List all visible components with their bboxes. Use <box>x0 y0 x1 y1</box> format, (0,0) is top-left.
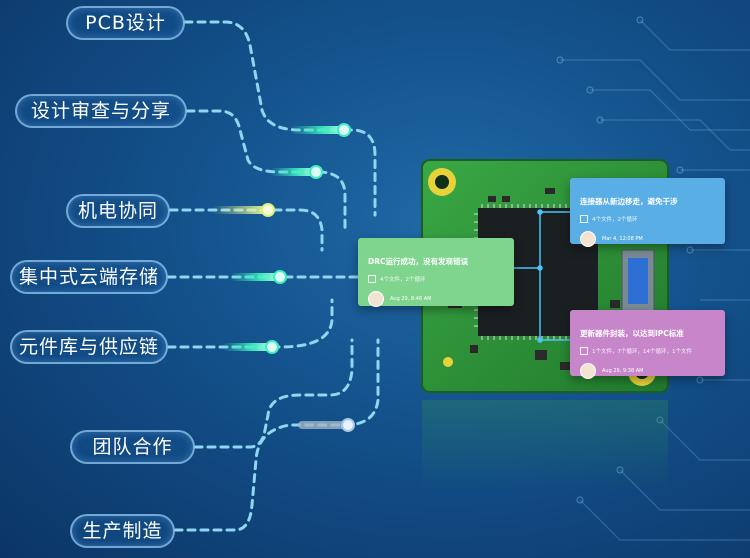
card-user: Mar 4, 12:08 PM <box>580 231 715 247</box>
label-mechatronics[interactable]: 机电协同 <box>66 194 170 228</box>
card-title: DRC运行成功，没有发现错误 <box>368 257 469 266</box>
connector-lines <box>166 20 380 532</box>
card-link-lines <box>514 209 570 343</box>
card-meta: 4个文件，2个循环 <box>580 215 715 223</box>
avatar <box>368 291 384 307</box>
card-user: Aug 29, 8:46 AM <box>368 291 504 307</box>
avatar <box>580 363 596 379</box>
label-manufacturing[interactable]: 生产制造 <box>70 514 175 548</box>
comment-card-footprint[interactable]: 更新器件封装，以达到IPC标准 1个文件，7个循环，14个循环，1个文件 Aug… <box>570 310 725 379</box>
card-title: 连接器从新边移走，避免干涉 <box>580 197 678 206</box>
avatar <box>580 231 596 247</box>
card-meta: 4个文件，2个循环 <box>368 275 504 283</box>
circuit-nodes-decor <box>556 16 704 504</box>
comment-card-connector[interactable]: 连接器从新边移走，避免干涉 4个文件，2个循环 Mar 4, 12:08 PM <box>570 178 725 247</box>
comment-card-drc[interactable]: DRC运行成功，没有发现错误 4个文件，2个循环 Aug 29, 8:46 AM <box>358 238 514 307</box>
card-title: 更新器件封装，以达到IPC标准 <box>580 329 684 338</box>
label-design-review-share[interactable]: 设计审查与分享 <box>15 94 187 128</box>
checkbox-icon <box>368 275 376 283</box>
label-pcb-design[interactable]: PCB设计 <box>66 6 185 40</box>
card-user: Aug 29, 9:38 AM <box>580 363 715 379</box>
checkbox-icon <box>580 215 588 223</box>
checkbox-icon <box>580 347 588 355</box>
label-cloud-storage[interactable]: 集中式云端存储 <box>10 260 168 294</box>
card-meta: 1个文件，7个循环，14个循环，1个文件 <box>580 347 715 355</box>
glow-highlights <box>212 123 355 432</box>
circuit-traces-decor <box>560 19 750 541</box>
label-library-supply-chain[interactable]: 元件库与供应链 <box>10 330 168 364</box>
label-team-collaboration[interactable]: 团队合作 <box>70 430 195 464</box>
